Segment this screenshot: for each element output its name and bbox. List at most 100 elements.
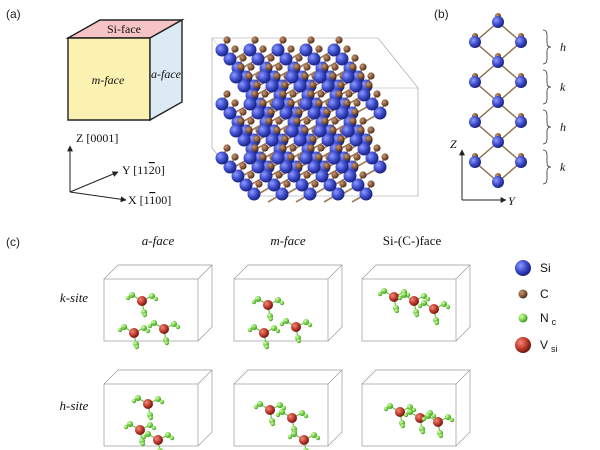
c-atom	[281, 135, 289, 143]
c-atom	[321, 117, 329, 125]
axes-a: Z [0001] Y [1120] X [1100]	[67, 131, 171, 207]
vacancy-site	[429, 304, 439, 314]
cube-top-label: Si-face	[107, 22, 141, 36]
si-atom	[315, 169, 329, 183]
stack-label-4: k	[560, 160, 566, 174]
c-atom	[323, 108, 331, 116]
c-atom	[253, 135, 261, 143]
c-atom	[247, 171, 255, 179]
c-atom	[367, 126, 375, 134]
n-atom	[420, 429, 425, 435]
si-atom	[349, 79, 363, 93]
si-atom	[307, 160, 321, 174]
n-atom	[303, 413, 309, 419]
c-atom	[275, 117, 283, 125]
c-atom	[247, 117, 255, 125]
n-atom	[307, 322, 313, 328]
n-atom	[279, 321, 285, 327]
c-atom	[349, 63, 357, 71]
si-atom	[492, 176, 504, 188]
n-atom	[417, 303, 423, 309]
cell-edge	[327, 369, 343, 385]
cell-edge	[197, 264, 213, 280]
n-atom	[275, 328, 281, 334]
si-atom	[365, 151, 379, 165]
vacancy-site	[395, 407, 405, 417]
defect-configuration-grid	[103, 264, 471, 450]
supercell-outline	[211, 37, 419, 197]
si-atom	[237, 133, 251, 147]
axes-b: Z Y	[450, 137, 516, 208]
cell-back	[103, 369, 213, 447]
axis-b-y-label: Y	[508, 194, 516, 208]
si-atom	[279, 160, 293, 174]
n-atom	[125, 295, 131, 301]
c-atom	[251, 90, 259, 98]
c-atom	[339, 180, 347, 188]
si-atom	[229, 70, 243, 84]
n-atom	[431, 413, 437, 419]
c-atom	[259, 99, 267, 107]
c-atom	[345, 90, 353, 98]
c-atom	[293, 63, 301, 71]
si-atom	[492, 16, 504, 28]
c-atom	[261, 144, 269, 152]
n-atom	[123, 424, 129, 430]
axis-x-label: X [1100]	[128, 193, 171, 207]
si-atom	[373, 106, 387, 120]
cube-left-label: m-face	[92, 73, 125, 87]
c-atom	[307, 90, 315, 98]
n-atom	[449, 417, 455, 423]
si-atom	[469, 116, 481, 128]
n-atom	[397, 295, 403, 301]
c-atom	[315, 45, 323, 53]
vacancy-site	[135, 425, 145, 435]
c-atom	[307, 36, 315, 44]
n-atom	[383, 406, 389, 412]
c-atom	[307, 144, 315, 152]
si-atom	[515, 156, 527, 168]
si-atom	[492, 96, 504, 108]
n-atom	[268, 316, 273, 322]
vacancy-site	[389, 292, 399, 302]
si-atom	[231, 169, 245, 183]
si-atom	[331, 187, 345, 201]
si-atom	[247, 187, 261, 201]
stack-label-2: k	[560, 80, 566, 94]
vacancy-site	[291, 322, 301, 332]
legend-c-label: C	[540, 287, 549, 301]
column-header-m-face: m-face	[270, 233, 306, 248]
si-atom	[279, 52, 293, 66]
c-atom	[337, 81, 345, 89]
c-atom	[351, 108, 359, 116]
c-atom	[273, 126, 281, 134]
n-atom	[117, 327, 123, 333]
c-atom	[293, 117, 301, 125]
n-atom	[377, 291, 383, 297]
c-atom	[323, 54, 331, 62]
c-atom	[237, 63, 245, 71]
panel-label-b: (b)	[434, 7, 449, 21]
c-atom	[317, 144, 325, 152]
vacancy-site	[265, 405, 275, 415]
brace-3	[542, 109, 552, 145]
c-atom	[311, 180, 319, 188]
si-atom	[293, 133, 307, 147]
axis-z-label: Z [0001]	[76, 131, 118, 145]
panel-label-a: (a)	[6, 7, 21, 21]
n-atom	[145, 328, 151, 334]
si-atom	[335, 52, 349, 66]
n-atom	[438, 433, 443, 439]
si-atom	[215, 151, 229, 165]
c-atom	[239, 108, 247, 116]
c-atom	[303, 63, 311, 71]
brace-4	[542, 149, 552, 185]
c-atom	[295, 162, 303, 170]
c-atom	[303, 117, 311, 125]
c-atom	[273, 72, 281, 80]
si-atom	[279, 106, 293, 120]
